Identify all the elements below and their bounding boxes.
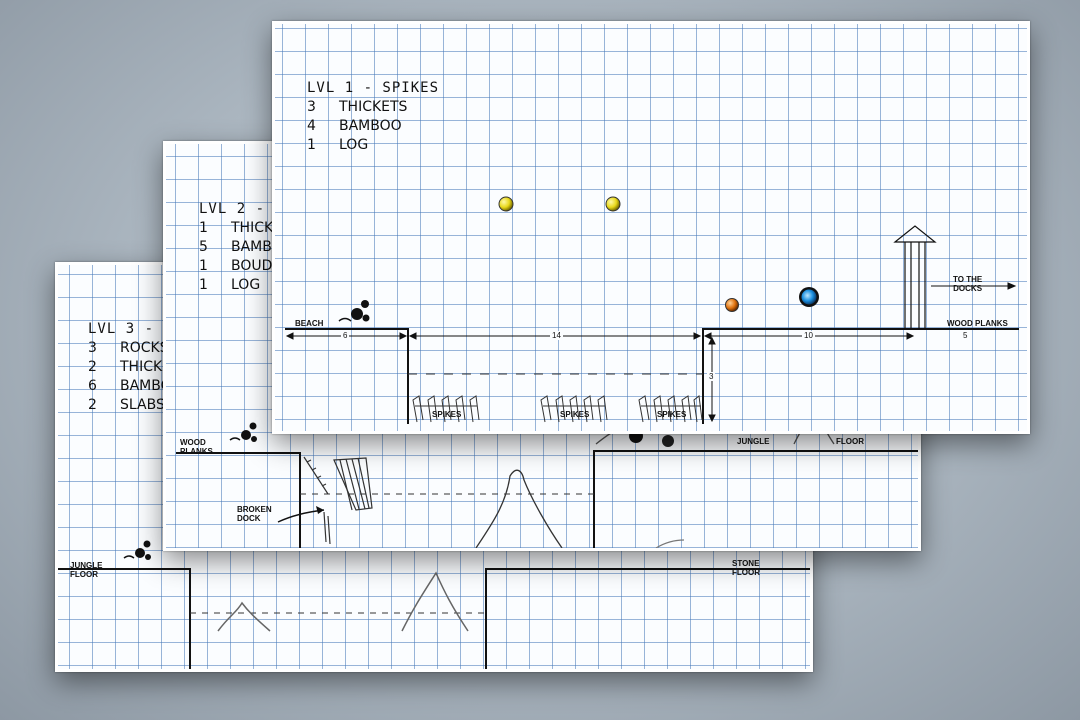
spikes-icon [638,395,703,423]
player-start-icon [229,422,257,442]
spikes-icon [412,395,480,423]
floor-label: FLOOR [836,437,864,446]
spikes-icon [540,395,608,423]
signpost-icon [893,225,937,329]
pit-depth-measure: 3 [707,372,716,381]
spikes-label: SPIKES [657,410,687,419]
spikes-label: SPIKES [560,410,590,419]
yellow-orb [605,196,621,212]
beach-label: BEACH [295,319,324,328]
broken-dock-icon [323,457,373,545]
jungle-label: JUNGLE [737,437,770,446]
blue-orb [799,287,819,307]
player-start-icon [123,540,151,560]
level-3-drawing [58,540,810,669]
level-1-title: LVL 1 - SPIKES [307,80,440,96]
planks-width-measure: 5 [963,331,968,340]
yellow-orb [498,196,514,212]
beach-width-measure: 6 [341,331,350,340]
right-width-measure: 10 [802,331,815,340]
level-1-drawing [285,196,1019,424]
chain-icon [303,456,329,495]
spikes-label: SPIKES [432,410,462,419]
player-start-icon [338,300,370,322]
pit-width-measure: 14 [550,331,563,340]
wood-planks-label: WOOD PLANKS [947,319,1008,328]
orange-orb [725,298,739,312]
